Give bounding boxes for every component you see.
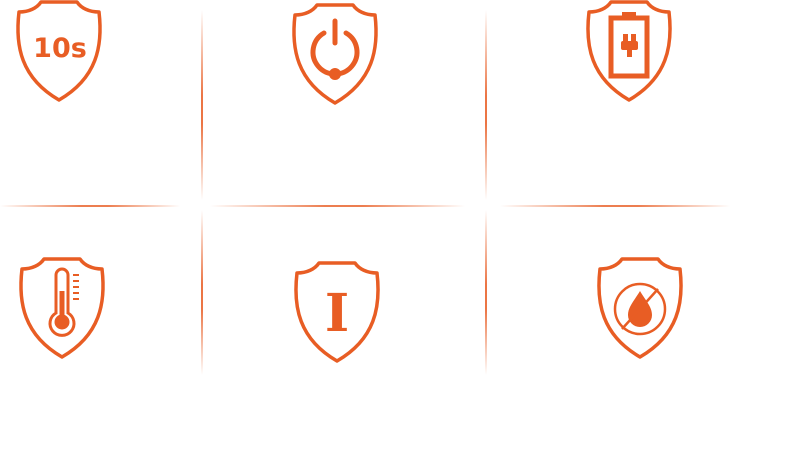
- grid-divider-vertical-4: [485, 210, 487, 375]
- thermometer-shield-icon: [16, 257, 108, 361]
- grid-divider-horizontal-1: [0, 205, 180, 207]
- info-i-label: I: [325, 283, 349, 344]
- timer-10s-shield-icon: 10s: [13, 0, 105, 104]
- grid-divider-vertical-2: [485, 10, 487, 200]
- battery-charging-shield-icon: [583, 0, 675, 104]
- no-water-drop-shield-icon: [594, 257, 686, 361]
- power-shield-icon: [289, 3, 381, 107]
- timer-10s-label: 10s: [33, 33, 87, 64]
- info-i-shield-icon: I: [291, 261, 383, 365]
- grid-divider-horizontal-3: [500, 205, 730, 207]
- grid-divider-vertical-3: [201, 210, 203, 375]
- grid-divider-horizontal-2: [210, 205, 465, 207]
- grid-divider-vertical-1: [201, 10, 203, 200]
